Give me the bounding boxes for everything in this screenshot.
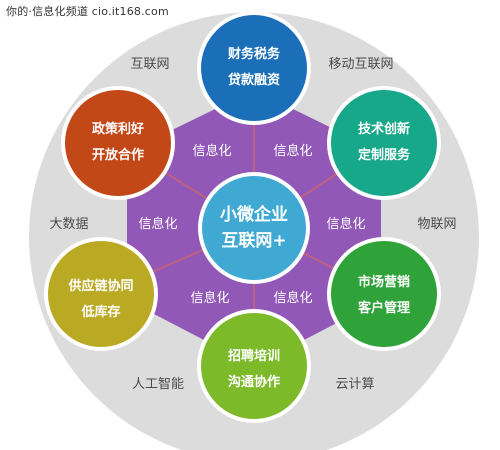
node-supply-chain: 供应链协同 低库存 [44, 237, 158, 351]
node-recruiting-line2: 沟通协作 [228, 374, 280, 390]
center-title-line2: 互联网+ [221, 231, 286, 251]
outer-label-internet: 互联网 [130, 57, 169, 72]
node-supply-chain-line2: 低库存 [80, 304, 120, 320]
node-tech: 技术创新 定制服务 [327, 86, 441, 200]
node-marketing: 市场营销 客户管理 [327, 237, 441, 351]
node-finance-line2: 贷款融资 [228, 72, 280, 88]
node-policy: 政策利好 开放合作 [61, 86, 175, 200]
node-supply-chain-line1: 供应链协同 [67, 278, 133, 294]
watermark-text: 你的·信息化频道 cio.it168.com [6, 5, 169, 18]
center-circle [202, 176, 306, 280]
node-marketing-line2: 客户管理 [358, 300, 410, 316]
center-title-line1: 小微企业 [220, 204, 288, 225]
connector-label: 信息化 [192, 143, 231, 159]
outer-label-iot: 物联网 [417, 217, 456, 232]
connector-label: 信息化 [273, 143, 312, 159]
node-policy-line2: 开放合作 [92, 147, 144, 163]
outer-label-big-data: 大数据 [49, 217, 88, 232]
outer-label-ai: 人工智能 [132, 377, 184, 392]
connector-label: 信息化 [190, 290, 229, 306]
connector-label: 信息化 [138, 216, 177, 232]
node-marketing-line1: 市场营销 [358, 274, 410, 290]
node-recruiting-line1: 招聘培训 [228, 348, 280, 364]
node-tech-line2: 定制服务 [357, 147, 411, 163]
connector-label: 信息化 [326, 216, 365, 232]
node-tech-line1: 技术创新 [358, 121, 410, 137]
node-finance: 财务税务 贷款融资 [197, 11, 311, 125]
node-policy-line1: 政策利好 [92, 121, 144, 137]
connector-label: 信息化 [273, 290, 312, 306]
outer-label-mobile-internet: 移动互联网 [328, 57, 393, 72]
outer-label-cloud: 云计算 [335, 377, 374, 392]
node-recruiting: 招聘培训 沟通协作 [197, 309, 311, 423]
node-finance-line1: 财务税务 [228, 46, 281, 62]
